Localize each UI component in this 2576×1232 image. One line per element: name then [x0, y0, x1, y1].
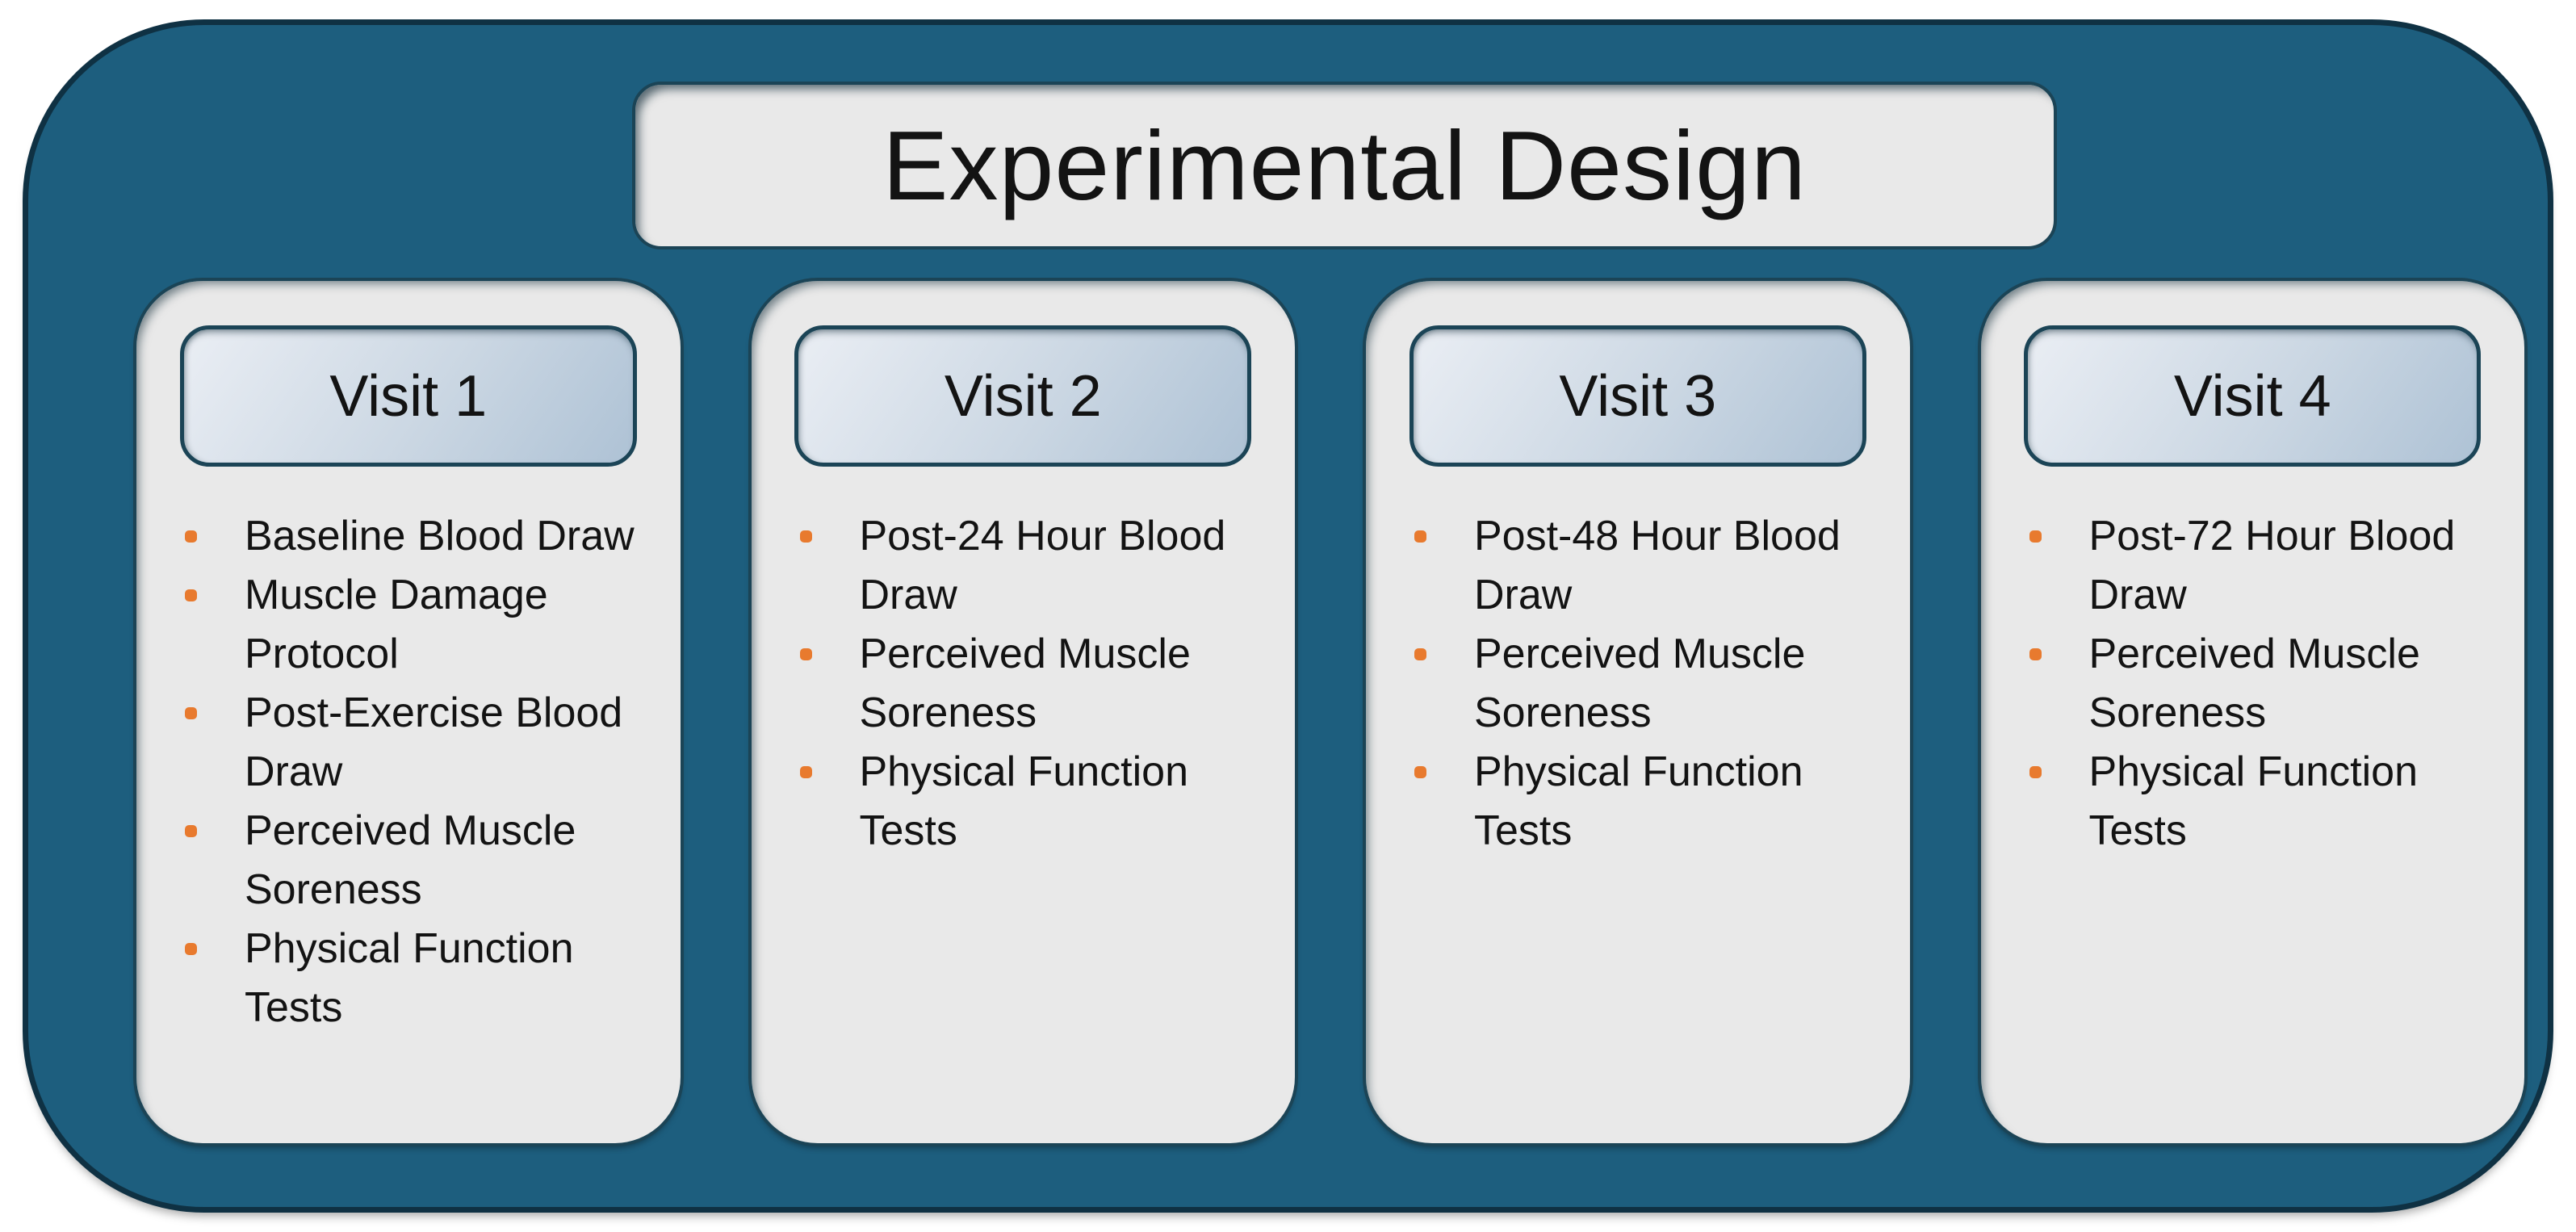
list-item: Post-72 Hour Blood Draw: [2028, 507, 2498, 625]
list-item-text: Physical Function Tests: [859, 748, 1189, 854]
page-title: Experimental Design: [882, 111, 1807, 220]
visit-header: Visit 4: [2024, 325, 2482, 467]
bullet-icon: [183, 802, 245, 861]
bullet-icon: [798, 743, 860, 802]
list-item: Post-24 Hour Blood Draw: [798, 507, 1268, 625]
visit-header: Visit 3: [1409, 325, 1866, 467]
list-item-text: Perceived Muscle Soreness: [245, 807, 576, 913]
visit-header: Visit 1: [179, 325, 637, 467]
bullet-icon: [2028, 625, 2089, 684]
list-item-text: Post-Exercise Blood Draw: [245, 689, 623, 795]
bullet-icon: [798, 507, 860, 566]
list-item: Physical Function Tests: [2028, 743, 2498, 861]
list-item: Perceived Muscle Soreness: [183, 802, 653, 920]
visit-header: Visit 2: [794, 325, 1252, 467]
list-item: Perceived Muscle Soreness: [1413, 625, 1883, 743]
list-item-text: Post-24 Hour Blood Draw: [859, 513, 1226, 618]
list-item-text: Baseline Blood Draw: [245, 513, 635, 559]
list-item-text: Perceived Muscle Soreness: [859, 631, 1191, 736]
list-item: Physical Function Tests: [1413, 743, 1883, 861]
title-box: Experimental Design: [632, 82, 2057, 249]
list-item: Perceived Muscle Soreness: [2028, 625, 2498, 743]
experimental-design-panel: Experimental Design Visit 1 Baseline Bloo…: [23, 19, 2553, 1213]
list-item: Physical Function Tests: [798, 743, 1268, 861]
list-item: Physical Function Tests: [183, 920, 653, 1037]
list-item-text: Physical Function Tests: [1474, 748, 1803, 854]
bullet-icon: [1413, 507, 1474, 566]
bullet-icon: [183, 920, 245, 978]
bullet-icon: [183, 507, 245, 566]
list-item: Muscle Damage Protocol: [183, 566, 653, 684]
visit-header-label: Visit 3: [1559, 363, 1717, 429]
list-item: Post-48 Hour Blood Draw: [1413, 507, 1883, 625]
visit-header-label: Visit 2: [944, 363, 1102, 429]
list-item-text: Perceived Muscle Soreness: [2088, 631, 2420, 736]
bullet-icon: [2028, 743, 2089, 802]
list-item-text: Physical Function Tests: [245, 925, 574, 1031]
visit-header-label: Visit 4: [2173, 363, 2331, 429]
list-item-text: Physical Function Tests: [2088, 748, 2419, 854]
list-item: Post-Exercise Blood Draw: [183, 684, 653, 802]
list-item-text: Post-48 Hour Blood Draw: [1474, 513, 1841, 618]
list-item-text: Post-72 Hour Blood Draw: [2088, 513, 2456, 618]
list-item: Baseline Blood Draw: [183, 507, 653, 566]
visit-header-label: Visit 1: [329, 363, 488, 429]
bullet-icon: [183, 566, 245, 625]
bullet-icon: [183, 684, 245, 743]
bullet-icon: [2028, 507, 2089, 566]
bullet-icon: [1413, 743, 1474, 802]
list-item-text: Perceived Muscle Soreness: [1474, 631, 1806, 736]
bullet-icon: [798, 625, 860, 684]
bullet-icon: [1413, 625, 1474, 684]
list-item-text: Muscle Damage Protocol: [245, 572, 548, 677]
list-item: Perceived Muscle Soreness: [798, 625, 1268, 743]
